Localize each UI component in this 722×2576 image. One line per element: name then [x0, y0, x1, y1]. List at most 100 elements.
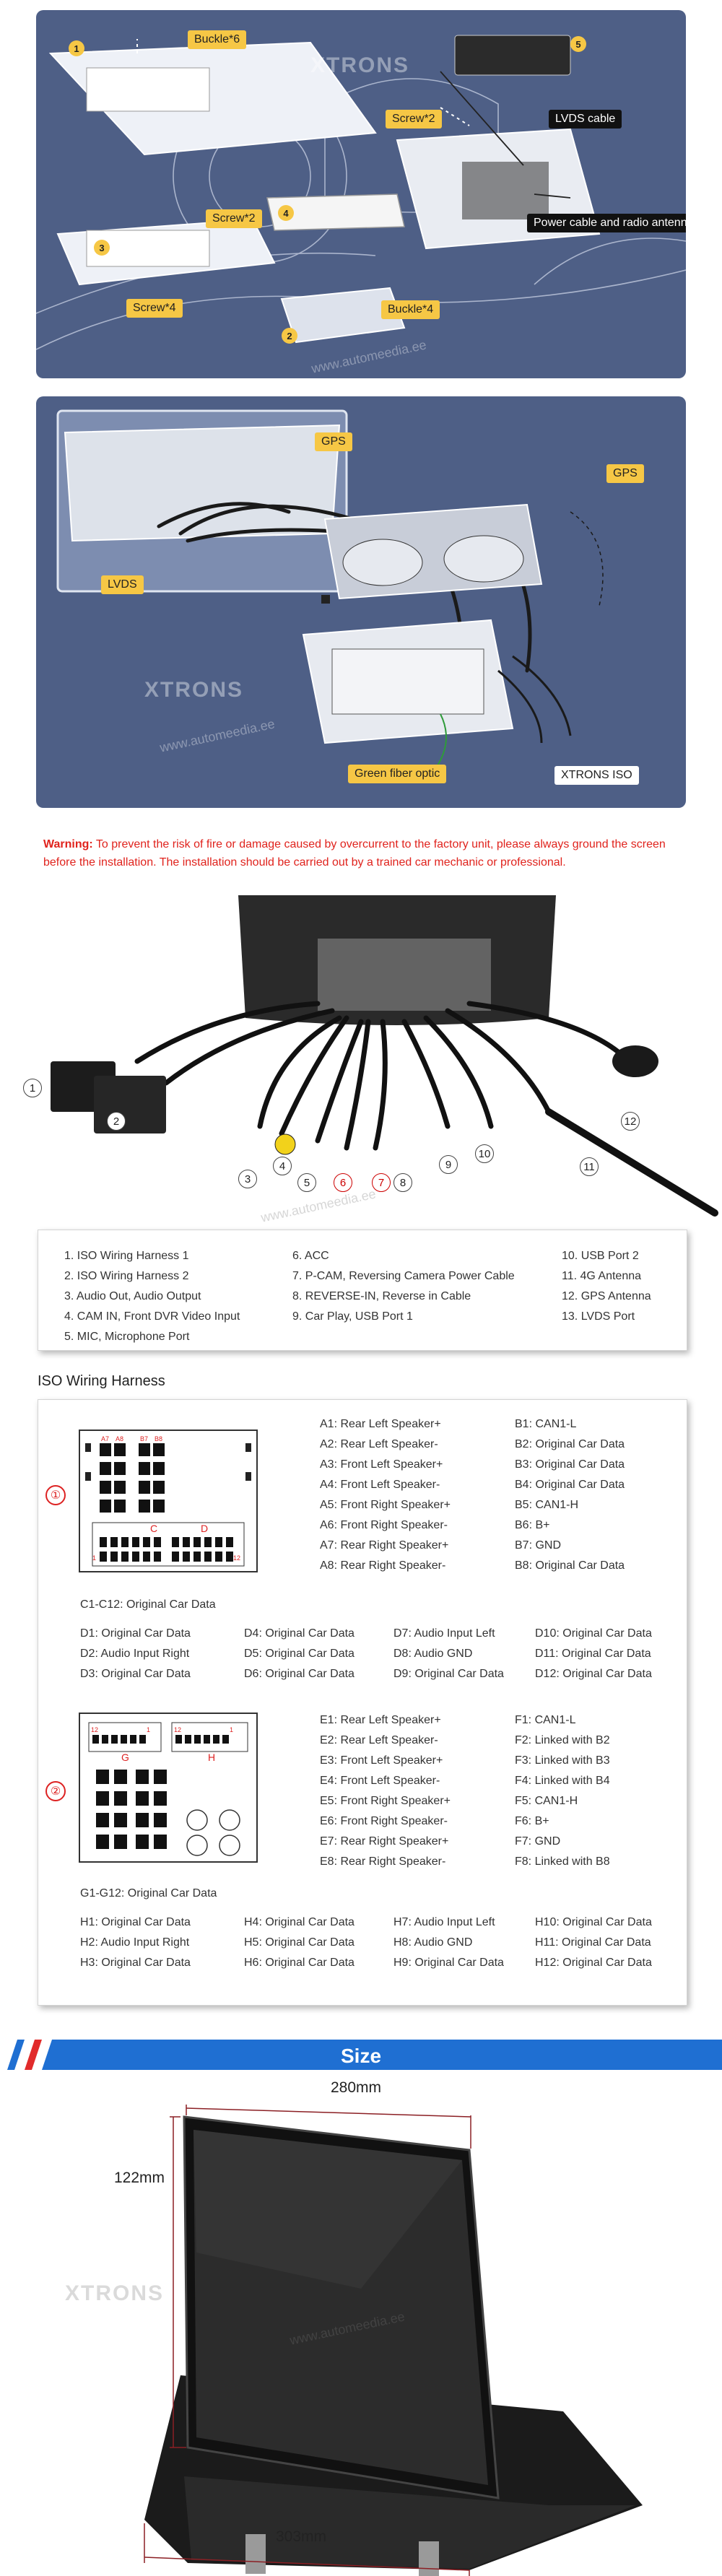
iso-c2-g-note: G1-G12: Original Car Data: [80, 1887, 217, 1900]
pin-row: F2: Linked with B2: [515, 1734, 610, 1746]
pin-row: H7: Audio Input Left: [393, 1916, 495, 1928]
pin-row: D4: Original Car Data: [244, 1627, 355, 1640]
legend-col-1: 1. ISO Wiring Harness 1 2. ISO Wiring Ha…: [64, 1246, 240, 1347]
pin-row: H11: Original Car Data: [535, 1936, 651, 1949]
step-5-badge: 5: [570, 36, 586, 52]
pin-row: F3: Linked with B3: [515, 1754, 610, 1767]
pin-row: H6: Original Car Data: [244, 1957, 355, 1969]
legend-item: 2. ISO Wiring Harness 2: [64, 1270, 189, 1282]
legend-item: 10. USB Port 2: [562, 1250, 639, 1262]
pin-label: B7: [140, 1435, 148, 1443]
legend-item: 4. CAM IN, Front DVR Video Input: [64, 1310, 240, 1323]
legend-item: 8. REVERSE-IN, Reverse in Cable: [292, 1290, 471, 1302]
pin-row: F8: Linked with B8: [515, 1855, 610, 1868]
install-diagram-disassembly: 1 2 3 4 5 Buckle*6 Screw*2 LVDS cable Po…: [36, 10, 686, 378]
iso-harness-box: ①: [38, 1399, 687, 2006]
iso-c2-h-col2: H4: Original Car Data H5: Original Car D…: [244, 1913, 355, 1973]
pin-row: H8: Audio GND: [393, 1936, 473, 1949]
brand-watermark-2: XTRONS: [144, 678, 244, 702]
port-legend: 1. ISO Wiring Harness 1 2. ISO Wiring Ha…: [38, 1230, 687, 1351]
iso-c1-d-col3: D7: Audio Input Left D8: Audio GND D9: O…: [393, 1624, 504, 1684]
screw-4-label: Screw*4: [126, 299, 183, 318]
gps-left-label: GPS: [315, 432, 352, 451]
connector-2-pinout: 12 1 12 1 G H: [79, 1713, 258, 1863]
legend-col-3: 10. USB Port 2 11. 4G Antenna 12. GPS An…: [562, 1246, 651, 1327]
pin-row: F6: B+: [515, 1815, 549, 1827]
pin-row: E1: Rear Left Speaker+: [320, 1714, 441, 1726]
legend-item: 6. ACC: [292, 1250, 329, 1262]
connector-1-number: ①: [45, 1485, 66, 1505]
callout-6: 6: [334, 1173, 352, 1192]
pin-label: G: [121, 1752, 129, 1763]
lvds-cable-label: LVDS cable: [549, 110, 622, 129]
pin-row: B7: GND: [515, 1539, 562, 1552]
legend-item: 9. Car Play, USB Port 1: [292, 1310, 413, 1323]
iso-c2-h-col1: H1: Original Car Data H2: Audio Input Ri…: [80, 1913, 191, 1973]
pin-row: D2: Audio Input Right: [80, 1648, 190, 1660]
harness-illustration: [51, 895, 718, 1217]
pin-row: H5: Original Car Data: [244, 1936, 355, 1949]
pin-row: D9: Original Car Data: [393, 1668, 504, 1680]
callout-12: 12: [621, 1112, 640, 1131]
iso-c1-d-col1: D1: Original Car Data D2: Audio Input Ri…: [80, 1624, 191, 1684]
pin-row: A6: Front Right Speaker-: [320, 1519, 448, 1531]
pin-row: D7: Audio Input Left: [393, 1627, 495, 1640]
legend-item: 11. 4G Antenna: [562, 1270, 642, 1282]
pin-row: H3: Original Car Data: [80, 1957, 191, 1969]
warning-text: To prevent the risk of fire or damage ca…: [43, 838, 666, 869]
pin-row: B6: B+: [515, 1519, 550, 1531]
step-4-badge: 4: [278, 205, 294, 221]
pin-row: A3: Front Left Speaker+: [320, 1458, 443, 1471]
pin-label: B8: [155, 1435, 162, 1443]
screw-2-mid-label: Screw*2: [206, 209, 262, 228]
pin-row: H12: Original Car Data: [535, 1957, 652, 1969]
lvds-label: LVDS: [101, 575, 144, 594]
callout-7: 7: [372, 1173, 391, 1192]
size-section-header: Size: [0, 2040, 722, 2070]
step-2-badge: 2: [282, 328, 297, 344]
pin-row: F7: GND: [515, 1835, 561, 1848]
pin-label: 1: [147, 1726, 150, 1733]
pin-row: E8: Rear Right Speaker-: [320, 1855, 446, 1868]
step-1-badge: 1: [69, 40, 84, 56]
pin-row: F1: CAN1-L: [515, 1714, 576, 1726]
iso-c1-c-note: C1-C12: Original Car Data: [80, 1598, 216, 1611]
iso-c2-e-list: E1: Rear Left Speaker+ E2: Rear Left Spe…: [320, 1710, 451, 1872]
legend-item: 1. ISO Wiring Harness 1: [64, 1250, 189, 1262]
pin-row: D6: Original Car Data: [244, 1668, 355, 1680]
iso-c1-d-col4: D10: Original Car Data D11: Original Car…: [535, 1624, 652, 1684]
pin-row: H9: Original Car Data: [393, 1957, 504, 1969]
pin-row: B8: Original Car Data: [515, 1559, 625, 1572]
size-title: Size: [340, 2045, 382, 2067]
callout-2: 2: [107, 1112, 126, 1131]
pin-row: D1: Original Car Data: [80, 1627, 191, 1640]
pin-row: B5: CAN1-H: [515, 1499, 579, 1511]
callout-1: 1: [23, 1079, 42, 1097]
callout-4: 4: [273, 1157, 292, 1175]
pin-row: E5: Front Right Speaker+: [320, 1795, 451, 1807]
pin-row: E4: Front Left Speaker-: [320, 1775, 440, 1787]
iso-c2-f-list: F1: CAN1-L F2: Linked with B2 F3: Linked…: [515, 1710, 610, 1872]
pin-row: F4: Linked with B4: [515, 1775, 610, 1787]
callout-5: 5: [297, 1173, 316, 1192]
wiring-illustration: [56, 409, 604, 773]
pin-row: A8: Rear Right Speaker-: [320, 1559, 446, 1572]
callout-10: 10: [475, 1144, 494, 1163]
pin-row: B3: Original Car Data: [515, 1458, 625, 1471]
legend-col-2: 6. ACC 7. P-CAM, Reversing Camera Power …: [292, 1246, 515, 1327]
pin-row: A4: Front Left Speaker-: [320, 1479, 440, 1491]
callout-9: 9: [439, 1155, 458, 1174]
pin-row: D11: Original Car Data: [535, 1648, 651, 1660]
installation-warning: Warning: To prevent the risk of fire or …: [43, 835, 679, 871]
pin-row: E2: Rear Left Speaker-: [320, 1734, 438, 1746]
pin-row: A5: Front Right Speaker+: [320, 1499, 451, 1511]
green-fiber-label: Green fiber optic: [348, 765, 447, 783]
pin-row: A1: Rear Left Speaker+: [320, 1418, 441, 1430]
buckle-6-label: Buckle*6: [188, 30, 247, 49]
size-diagram: 280mm 122mm 303mm XTRONS www.automeedia.…: [0, 2072, 722, 2576]
width-dimension: 280mm: [331, 2079, 382, 2096]
pin-label: D: [201, 1523, 208, 1534]
screw-2-top-label: Screw*2: [386, 110, 442, 129]
step-3-badge: 3: [94, 240, 110, 256]
pin-row: E3: Front Left Speaker+: [320, 1754, 443, 1767]
